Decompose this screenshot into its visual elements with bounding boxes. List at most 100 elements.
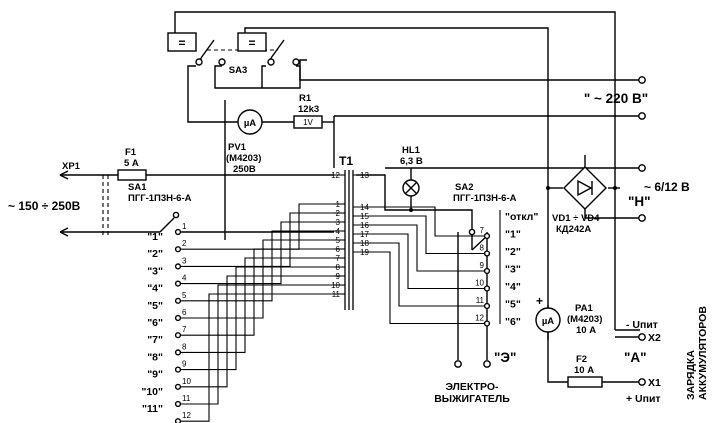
sa2-position-6: "6" <box>505 316 521 328</box>
f2-ref: F2 <box>576 354 587 365</box>
pa1-ref: PA1 <box>575 303 593 314</box>
r1-ref: R1 <box>299 93 312 104</box>
charger-label: ЗАРЯДКА АККУМУЛЯТОРОВ <box>685 306 709 400</box>
pa1-rating: 10 А <box>576 325 596 336</box>
sa1-position-8: "8" <box>147 351 163 363</box>
sa3-right-symbol: = <box>248 36 255 50</box>
fuse-f2: F2 10 А <box>567 354 603 388</box>
sa1-contact-number-10: 10 <box>182 377 191 386</box>
hl1-rating: 6,3 В <box>400 156 423 167</box>
sa1-contact-number-3: 3 <box>182 256 187 265</box>
sa2-contact <box>483 267 491 275</box>
sa2-position-5: "5" <box>505 299 521 311</box>
sa2-tap-wires <box>374 206 484 325</box>
fuse-f1: F1 5 А <box>117 147 147 181</box>
ac-output[interactable]: ~ 6/12 В "Н" <box>628 164 690 222</box>
sa2-position-4: "4" <box>505 281 521 293</box>
pa1-plus: + <box>536 294 543 308</box>
sa2-contact-number-7: 7 <box>480 226 485 235</box>
sa1-positions: "1""2""3""4""5""6""7""8""9""10""11" <box>141 231 163 415</box>
f1-ref: F1 <box>125 147 137 158</box>
sa1-contact-number-9: 9 <box>182 360 187 369</box>
sa2-ref: SA2 <box>455 182 473 193</box>
sa1-contact-number-8: 8 <box>182 342 187 351</box>
sa1-position-4: "4" <box>147 283 163 295</box>
meter-pv1: µA PV1 (М4203) 250В <box>226 109 263 175</box>
sa1-contact <box>174 366 182 373</box>
pa1-symbol: µA <box>542 316 554 327</box>
f2-rating: 10 А <box>574 365 594 376</box>
lamp-hl1: HL1 6,3 В <box>400 145 423 212</box>
sa1-tap-wire <box>180 257 334 353</box>
sa3-ref: SA3 <box>229 65 247 76</box>
pv1-model: (М4203) <box>226 153 261 164</box>
sa2-model: ПГГ-1П3Н-6-А <box>453 193 517 204</box>
x2-ref: X2 <box>648 332 661 344</box>
input-range-label: ~ 150 ÷ 250В <box>8 199 81 213</box>
bridge-ref: VD1 ÷ VD4 <box>552 213 600 224</box>
ac-out-label: ~ 6/12 В <box>644 180 690 194</box>
sa1-contact-number-6: 6 <box>182 308 187 317</box>
sa2-position-2: "2" <box>505 246 521 258</box>
sa1-tap-wire <box>180 239 334 319</box>
r1-body: 1V <box>303 118 313 127</box>
sa1-position-2: "2" <box>147 248 163 260</box>
sa2-contact-number-9: 9 <box>480 261 485 270</box>
sa1-contact <box>174 332 182 339</box>
sa1-contact <box>174 383 182 390</box>
f1-rating: 5 А <box>124 158 139 169</box>
sa1-position-11: "11" <box>142 403 163 415</box>
sa2-contact-number-10: 10 <box>475 279 484 288</box>
charger-line2: АККУМУЛЯТОРОВ <box>697 306 709 400</box>
sa2-position-3: "3" <box>505 264 521 276</box>
sa1-contact-number-12: 12 <box>182 411 191 420</box>
sa2-contact-number-8: 8 <box>480 244 485 253</box>
sa1-contact <box>174 349 182 356</box>
bridge-model: КД242А <box>556 224 591 235</box>
pa1-model: (М4203) <box>567 314 602 325</box>
sa1-position-3: "3" <box>147 265 163 277</box>
hl1-ref: HL1 <box>402 145 421 156</box>
sa1-tap-wires <box>180 203 334 422</box>
sa2-contact <box>483 302 491 310</box>
resistor-r1: 1V R1 12k3 <box>293 93 323 129</box>
sa1-tap-wire <box>180 203 334 250</box>
bridge-rectifier: VD1 ÷ VD4 КД242А <box>546 166 617 235</box>
dc-output[interactable]: - Uпит X2 X1 + Uпит "А" <box>615 319 661 405</box>
sa1-model: ПГГ-1П3Н-6-А <box>128 193 192 204</box>
sa2-tap-wire <box>374 206 484 237</box>
e-label: "Э" <box>494 350 516 365</box>
sa1-contact-number-1: 1 <box>182 222 187 231</box>
sa1-contact <box>174 263 182 270</box>
pv1-rating: 250В <box>233 164 256 175</box>
sa1-tap-wire <box>180 266 334 371</box>
sa1-position-5: "5" <box>147 300 163 312</box>
mains-terminals[interactable]: " ~ 220 В" <box>584 76 648 120</box>
sa2-position-0: "откл" <box>505 211 538 223</box>
sa1-position-1: "1" <box>147 231 163 243</box>
burner-output[interactable]: "Э" ЭЛЕКТРО- ВЫЖИГАТЕЛЬ <box>434 350 516 405</box>
sa1-tap-wire <box>180 275 334 388</box>
sa2-position-1: "1" <box>505 229 521 241</box>
sa2-tap-wire <box>374 224 484 272</box>
sa1-contact <box>174 228 182 236</box>
switch-sa3[interactable]: = = SA3 <box>167 32 300 76</box>
sa1-contact <box>174 297 182 304</box>
sa2-contact <box>483 320 491 327</box>
xp1-ref: XP1 <box>62 161 81 172</box>
meter-pa1: µA + PA1 (М4203) 10 А <box>535 294 602 336</box>
sa2-contact <box>483 232 491 240</box>
burner-line2: ВЫЖИГАТЕЛЬ <box>434 393 510 405</box>
sa3-left-symbol: = <box>178 36 185 50</box>
a-label: "А" <box>624 350 647 365</box>
x1-ref: X1 <box>648 377 661 389</box>
sa1-contact <box>174 400 182 408</box>
sa1-position-6: "6" <box>147 317 163 329</box>
sa2-contact-number-12: 12 <box>475 314 484 323</box>
plug-xp1[interactable]: XP1 <box>59 161 81 237</box>
sa1-position-7: "7" <box>147 334 163 346</box>
